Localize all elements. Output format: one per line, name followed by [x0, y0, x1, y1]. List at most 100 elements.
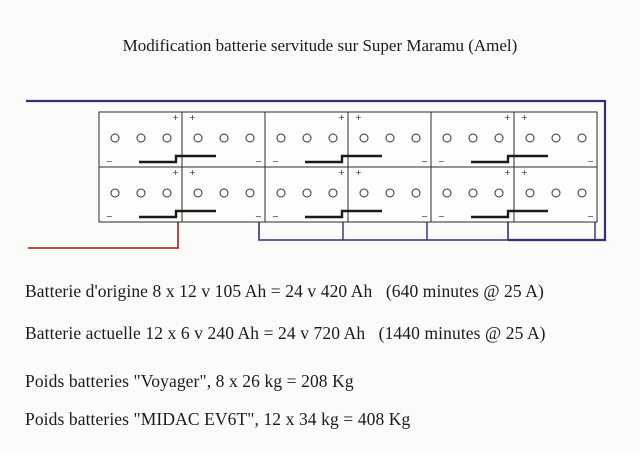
cell-cap-icon — [110, 188, 120, 198]
cell-cap-icon — [276, 188, 286, 198]
plus-terminal-icon: + — [355, 113, 362, 122]
cell-cap-icon — [193, 133, 203, 143]
cell-cap-icon — [276, 133, 286, 143]
minus-terminal-icon: − — [438, 212, 445, 221]
series-links — [139, 154, 548, 219]
cell-cap-icon — [551, 188, 561, 198]
cell-cap-icon — [219, 188, 229, 198]
minus-terminal-icon: − — [421, 157, 428, 166]
cell-cap-icon — [162, 133, 172, 143]
battery-case — [264, 111, 349, 168]
minus-terminal-icon: − — [106, 157, 113, 166]
cell-cap-icon — [302, 188, 312, 198]
cell-cap-icon — [359, 133, 369, 143]
cell-cap-icon — [411, 133, 421, 143]
battery-case — [513, 111, 598, 168]
cell-cap-icon — [328, 188, 338, 198]
plus-terminal-icon: + — [172, 113, 179, 122]
battery: +− — [181, 111, 266, 168]
plus-terminal-icon: + — [504, 113, 511, 122]
plus-terminal-icon: + — [504, 168, 511, 177]
line-voyager-weight: Poids batteries "Voyager", 8 x 26 kg = 2… — [25, 371, 354, 392]
cell-cap-icon — [136, 188, 146, 198]
battery-bank: +−+−+−+−+−+−+−+−+−+−+−+− — [98, 111, 598, 223]
cell-cap-icon — [442, 133, 452, 143]
plus-terminal-icon: + — [338, 168, 345, 177]
cell-cap-icon — [219, 133, 229, 143]
midac-weight-text: Poids batteries "MIDAC EV6T", 12 x 34 kg… — [25, 409, 411, 429]
cell-cap-icon — [359, 188, 369, 198]
line-midac-weight: Poids batteries "MIDAC EV6T", 12 x 34 kg… — [25, 409, 410, 430]
battery: +− — [98, 166, 183, 223]
original-battery-note: (640 minutes @ 25 A) — [385, 281, 544, 301]
battery: +− — [264, 111, 349, 168]
battery: +− — [513, 111, 598, 168]
battery-case — [513, 166, 598, 223]
cell-cap-icon — [110, 133, 120, 143]
plus-terminal-icon: + — [189, 113, 196, 122]
cell-cap-icon — [577, 188, 587, 198]
page-title: Modification batterie servitude sur Supe… — [122, 36, 518, 55]
plus-terminal-icon: + — [172, 168, 179, 177]
minus-terminal-icon: − — [587, 212, 594, 221]
series-link-strap — [139, 154, 216, 164]
minus-terminal-icon: − — [255, 157, 262, 166]
battery-case — [430, 166, 515, 223]
minus-terminal-icon: − — [438, 157, 445, 166]
cell-cap-icon — [245, 133, 255, 143]
negative-cable-line — [28, 218, 179, 249]
plus-terminal-icon: + — [338, 113, 345, 122]
battery: +− — [347, 166, 432, 223]
cell-cap-icon — [468, 133, 478, 143]
battery-case — [98, 166, 183, 223]
cell-cap-icon — [411, 188, 421, 198]
minus-terminal-icon: − — [106, 212, 113, 221]
minus-terminal-icon: − — [272, 212, 279, 221]
line-original-battery: Batterie d'origine 8 x 12 v 105 Ah = 24 … — [25, 281, 544, 302]
minus-terminal-icon: − — [587, 157, 594, 166]
cell-cap-icon — [193, 188, 203, 198]
series-link-strap — [305, 209, 382, 219]
current-battery-text: Batterie actuelle 12 x 6 v 240 Ah = 24 v… — [25, 323, 366, 343]
cell-cap-icon — [302, 133, 312, 143]
line-current-battery: Batterie actuelle 12 x 6 v 240 Ah = 24 v… — [25, 323, 546, 344]
cell-cap-icon — [494, 133, 504, 143]
series-link-strap — [471, 209, 548, 219]
cell-cap-icon — [385, 188, 395, 198]
original-battery-text: Batterie d'origine 8 x 12 v 105 Ah = 24 … — [25, 281, 373, 301]
cell-cap-icon — [525, 188, 535, 198]
battery: +− — [181, 166, 266, 223]
plus-terminal-icon: + — [189, 168, 196, 177]
cell-cap-icon — [136, 133, 146, 143]
battery-case — [181, 166, 266, 223]
cell-cap-icon — [494, 188, 504, 198]
voyager-weight-text: Poids batteries "Voyager", 8 x 26 kg = 2… — [25, 371, 354, 391]
negative-main-cable — [28, 218, 179, 249]
cell-cap-icon — [385, 133, 395, 143]
plus-terminal-icon: + — [355, 168, 362, 177]
cell-cap-icon — [162, 188, 172, 198]
cell-cap-icon — [525, 133, 535, 143]
battery: +− — [98, 111, 183, 168]
positive-main-cable — [26, 99, 607, 242]
parallel-bus-line — [258, 213, 509, 241]
battery: +− — [430, 111, 515, 168]
series-link-strap — [139, 209, 216, 219]
plus-terminal-icon: + — [521, 113, 528, 122]
battery: +− — [513, 166, 598, 223]
cell-cap-icon — [245, 188, 255, 198]
battery: +− — [430, 166, 515, 223]
plus-terminal-icon: + — [521, 168, 528, 177]
battery-case — [430, 111, 515, 168]
battery-case — [347, 166, 432, 223]
battery: +− — [347, 111, 432, 168]
current-battery-note: (1440 minutes @ 25 A) — [378, 323, 546, 343]
series-link-strap — [471, 154, 548, 164]
cell-cap-icon — [442, 188, 452, 198]
cell-cap-icon — [328, 133, 338, 143]
cell-cap-icon — [551, 133, 561, 143]
minus-terminal-icon: − — [272, 157, 279, 166]
battery: +− — [264, 166, 349, 223]
positive-cable-line — [26, 99, 607, 242]
